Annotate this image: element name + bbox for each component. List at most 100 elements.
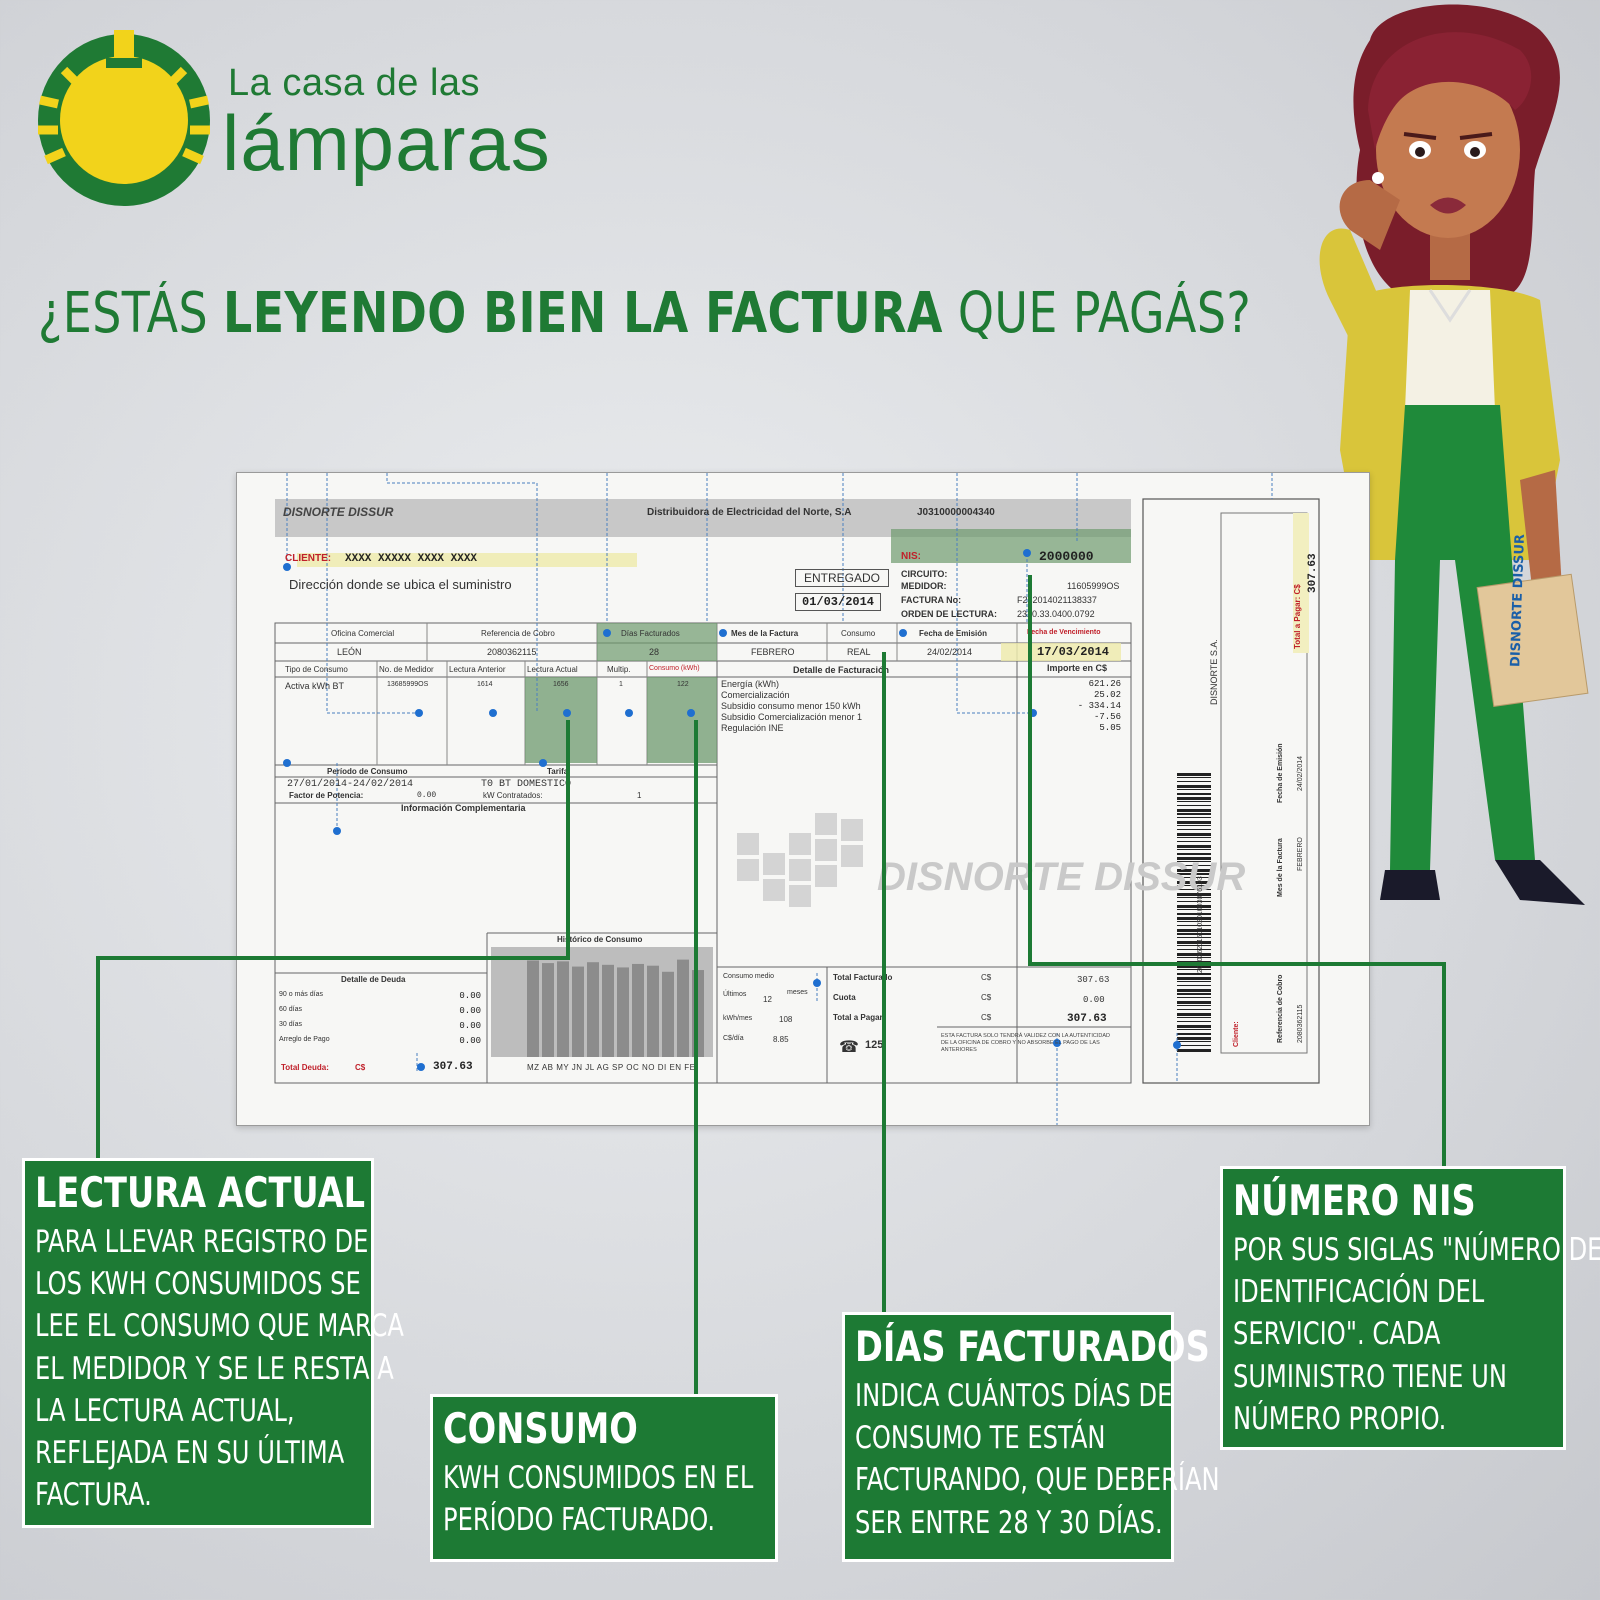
barcode-bar <box>1177 813 1211 815</box>
phone-icon: ☎ <box>839 1039 859 1056</box>
callout-line: REFLEJADA EN SU ÚLTIMA <box>35 1434 345 1471</box>
historico-bar <box>602 964 614 1057</box>
historico-bar <box>692 970 704 1057</box>
barcode-bar <box>1177 977 1211 980</box>
total-deuda-currency: C$ <box>355 1063 366 1072</box>
value-referencia: 2080362115 <box>487 647 537 657</box>
callout-title: DÍAS FACTURADOS <box>855 1322 1210 1371</box>
headline-part3: QUE PAGÁS? <box>942 281 1252 346</box>
total-facturado-currency: C$ <box>981 973 992 982</box>
stub-company: DISNORTE S.A. <box>1209 639 1219 705</box>
detalle-item: Energía (kWh) <box>721 679 780 689</box>
barcode-bar <box>1177 801 1211 802</box>
deuda-row: 90 o más días <box>279 991 323 998</box>
header-emision: Fecha de Emisión <box>919 629 988 638</box>
th-lectura-actual: Lectura Actual <box>527 665 578 674</box>
th-lectura-anterior: Lectura Anterior <box>449 665 506 674</box>
envelope-icon: DISNORTE DISSUR <box>1476 534 1589 707</box>
consumo-medio-value: 12 <box>763 995 772 1004</box>
barcode-bar <box>1177 817 1211 818</box>
consumo-medio-label: Consumo medio <box>723 973 774 980</box>
barcode-bar <box>1177 785 1211 788</box>
tarifa-value: T0 BT DOMESTICO <box>481 779 572 790</box>
barcode-bar <box>1177 1021 1211 1022</box>
woman-character-illustration: DISNORTE DISSUR <box>1319 4 1589 905</box>
header-oficina: Oficina Comercial <box>331 629 395 638</box>
total-pagar-currency: C$ <box>981 1013 992 1022</box>
barcode-bar <box>1177 1049 1211 1052</box>
kw-value: 1 <box>637 791 642 800</box>
historico-bar <box>662 971 674 1057</box>
callout-line: FACTURANDO, QUE DEBERÍAN <box>855 1462 1220 1499</box>
barcode-bar <box>1177 1037 1211 1040</box>
barcode-bar <box>1177 1033 1211 1035</box>
td-multip: 1 <box>619 681 623 688</box>
barcode-bar <box>1177 833 1211 836</box>
barcode-bar <box>1177 909 1211 910</box>
callout-line: INDICA CUÁNTOS DÍAS DE <box>855 1378 1173 1415</box>
callout-line: CONSUMO TE ESTÁN <box>855 1420 1106 1457</box>
periodo-value: 27/01/2014-24/02/2014 <box>287 779 414 790</box>
barcode-bar <box>1177 805 1211 806</box>
stub-value: 24/02/2014 <box>1297 755 1304 791</box>
th-multip: Multip. <box>607 665 631 674</box>
consumo-medio-row: C$/día <box>723 1035 744 1042</box>
header-mes: Mes de la Factura <box>731 629 799 638</box>
total-deuda-label: Total Deuda: <box>281 1063 329 1072</box>
consumo-medio-value: 8.85 <box>773 1035 789 1044</box>
deuda-values: 0.00 0.00 0.00 0.00 <box>427 989 481 1049</box>
historico-bar <box>527 960 539 1057</box>
brand-name-line2: lámparas <box>222 99 551 187</box>
td-medidor: 13685999OS <box>387 681 429 688</box>
historico-bar <box>542 963 554 1057</box>
lamp-sun-icon <box>38 30 210 206</box>
consumo-medio-row: Últimos <box>723 991 747 998</box>
detalle-item: Regulación INE <box>721 723 784 733</box>
header-dias: Días Facturados <box>621 629 680 638</box>
historico-bar <box>587 962 599 1057</box>
callout-title: LECTURA ACTUAL <box>35 1168 366 1217</box>
callout-body: POR SUS SIGLAS "NÚMERO DE IDENTIFICACIÓN… <box>1233 1229 1600 1440</box>
barcode-bar <box>1177 1009 1211 1010</box>
headline-part2: LEYENDO BIEN LA FACTURA <box>223 281 943 346</box>
barcode-bar <box>1177 829 1211 830</box>
barcode-bar <box>1177 1017 1211 1018</box>
barcode-bar <box>1177 837 1211 838</box>
stub-total-value: 307.63 <box>1307 553 1319 593</box>
callout-line: POR SUS SIGLAS "NÚMERO DE <box>1233 1232 1600 1269</box>
barcode-bar <box>1177 905 1211 908</box>
detalle-item: Subsidio Comercialización menor 1 <box>721 712 863 722</box>
value-emision: 24/02/2014 <box>927 647 973 657</box>
detalle-value: 621.26 <box>1088 679 1121 689</box>
watermark-line: DISNORTE DISSUR <box>877 855 1246 899</box>
barcode-bar <box>1177 1041 1211 1042</box>
callout-line: SUMINISTRO TIENE UN <box>1233 1358 1507 1395</box>
nis-value: 2000000 <box>1039 549 1094 564</box>
callout-body: KWH CONSUMIDOS EN EL PERÍODO FACTURADO. <box>443 1457 754 1541</box>
watermark-pattern <box>737 813 863 907</box>
th-medidor: No. de Medidor <box>379 665 434 674</box>
barcode-bar <box>1177 929 1211 932</box>
callout-line: KWH CONSUMIDOS EN EL <box>443 1460 754 1497</box>
callout-consumo: CONSUMO KWH CONSUMIDOS EN EL PERÍODO FAC… <box>430 1394 778 1562</box>
cuota-label: Cuota <box>833 993 856 1002</box>
detalle-item: Comercialización <box>721 690 790 700</box>
detalle-item: Subsidio consumo menor 150 kWh <box>721 701 861 711</box>
factor-label: Factor de Potencia: <box>289 791 364 800</box>
barcode-bar <box>1177 913 1211 915</box>
value-consumo: REAL <box>847 647 871 657</box>
stub-value: FEBRERO <box>1297 837 1304 871</box>
deuda-value: 0.00 <box>459 1036 481 1046</box>
consumo-medio-row: kWh/mes <box>723 1015 753 1022</box>
callout-title: CONSUMO <box>443 1404 638 1453</box>
barcode-bar <box>1177 973 1211 975</box>
stub-total-label: Total a Pagar: C$ <box>1293 584 1302 649</box>
value-dias: 28 <box>649 647 660 657</box>
barcode-bar <box>1177 1029 1211 1030</box>
historico-bar <box>557 961 569 1057</box>
barcode-bar <box>1177 941 1211 944</box>
barcode-bar <box>1177 961 1211 962</box>
detalle-value: - 334.14 <box>1077 701 1121 711</box>
total-deuda-value: 307.63 <box>433 1061 473 1073</box>
barcode-bar <box>1177 797 1211 800</box>
